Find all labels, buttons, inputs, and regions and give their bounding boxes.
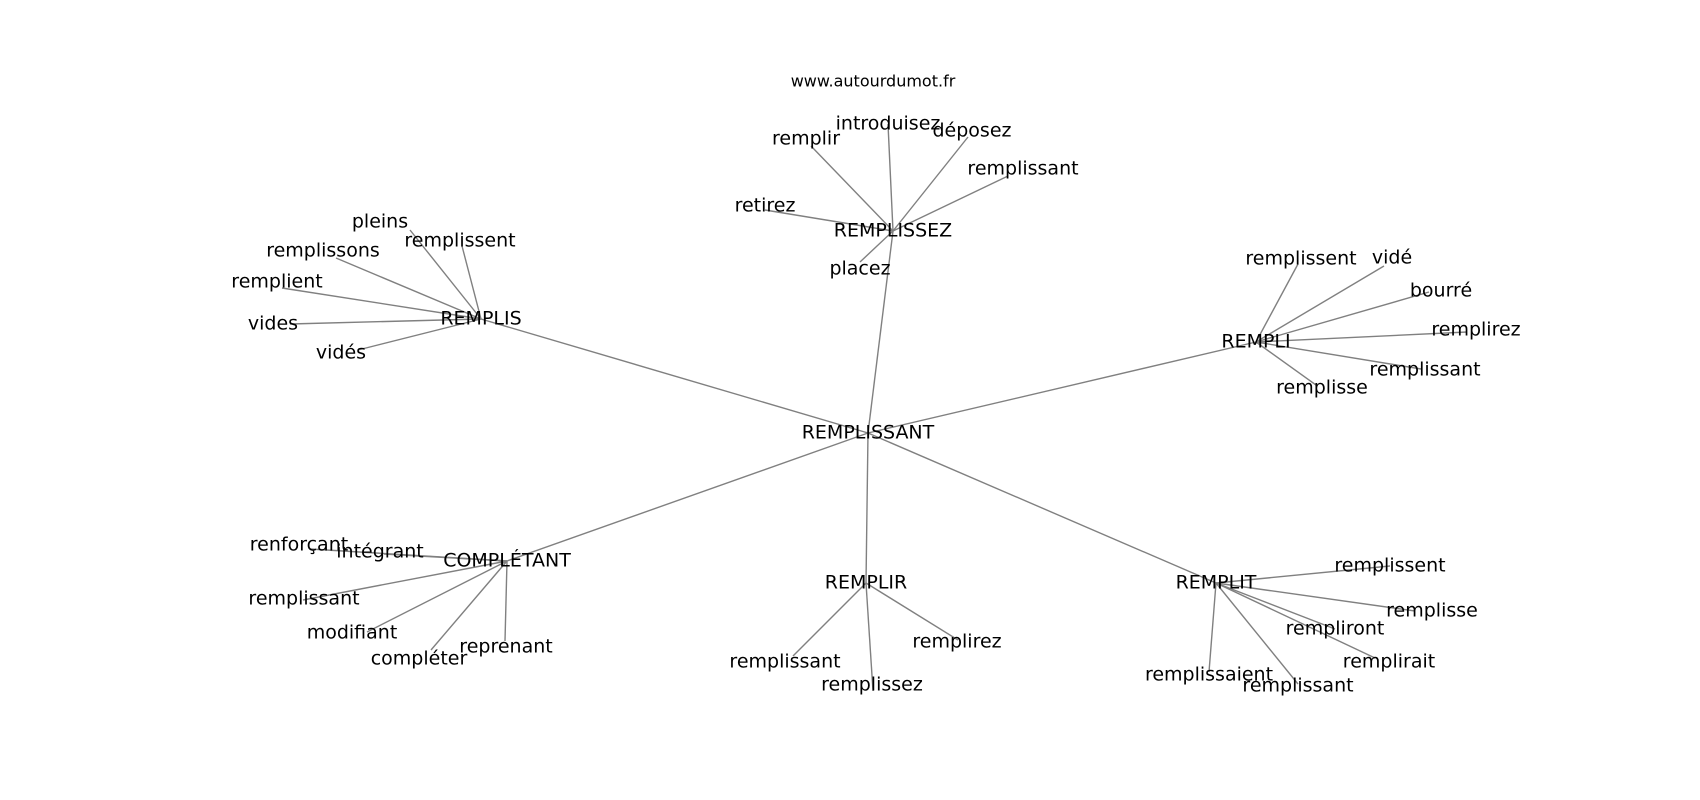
leaf-node: remplissant bbox=[1242, 675, 1353, 697]
leaf-node: remplirez bbox=[912, 631, 1001, 653]
edge-hub-to-leaf bbox=[865, 582, 959, 641]
edge-hub-to-leaf bbox=[1215, 565, 1391, 584]
edge-hub-to-leaf bbox=[892, 175, 1009, 232]
leaf-node: placez bbox=[829, 258, 890, 280]
edge-hub-to-leaf bbox=[764, 209, 894, 232]
labels-layer: www.autourdumot.fr REMPLISSANT REMPLISSEZ… bbox=[231, 72, 1520, 697]
edge-hub-to-leaf bbox=[859, 230, 894, 263]
leaf-node: remplissant bbox=[248, 588, 359, 610]
edges-layer bbox=[281, 123, 1468, 692]
edge-hub-to-leaf bbox=[1215, 582, 1336, 630]
edge-root-to-hub bbox=[506, 432, 869, 562]
edge-hub-to-leaf bbox=[887, 123, 894, 232]
edge-hub-to-leaf bbox=[810, 145, 894, 232]
leaf-node: vidés bbox=[316, 342, 366, 364]
hub-node: REMPLIS bbox=[440, 308, 521, 330]
leaf-node: remplissent bbox=[1334, 555, 1445, 577]
leaf-node: remplisse bbox=[1386, 600, 1478, 622]
edge-hub-to-leaf bbox=[357, 318, 482, 351]
hub-node: COMPLÉTANT bbox=[443, 549, 571, 572]
leaf-node: reprenant bbox=[459, 636, 552, 658]
leaf-node: remplirez bbox=[1431, 319, 1520, 341]
leaf-node: remplissant bbox=[967, 158, 1078, 180]
edge-hub-to-leaf bbox=[1215, 582, 1416, 612]
edge-hub-to-leaf bbox=[383, 553, 508, 562]
leaf-node: remplissant bbox=[1369, 359, 1480, 381]
leaf-node: remplir bbox=[772, 128, 840, 150]
hub-node: REMPLIT bbox=[1176, 572, 1257, 594]
leaf-node: compléter bbox=[371, 648, 468, 670]
edge-root-to-hub bbox=[867, 432, 1217, 584]
edge-hub-to-leaf bbox=[1255, 341, 1422, 370]
leaf-node: rempliront bbox=[1286, 618, 1385, 640]
edge-root-to-hub bbox=[867, 341, 1257, 434]
edge-hub-to-leaf bbox=[1215, 582, 1376, 659]
leaf-node: déposez bbox=[933, 120, 1012, 142]
edge-root-to-hub bbox=[480, 318, 869, 434]
leaf-node: modifiant bbox=[307, 622, 398, 644]
leaf-node: remplissant bbox=[729, 651, 840, 673]
edge-hub-to-leaf bbox=[1255, 341, 1317, 386]
edge-hub-to-leaf bbox=[792, 582, 867, 657]
edge-hub-to-leaf bbox=[1255, 291, 1430, 343]
leaf-node: remplissez bbox=[821, 674, 923, 696]
edge-hub-to-leaf bbox=[409, 229, 482, 320]
hub-node: REMPLI bbox=[1221, 331, 1290, 353]
leaf-node: renforçant bbox=[250, 534, 348, 556]
edge-hub-to-leaf bbox=[892, 136, 969, 232]
edge-hub-to-leaf bbox=[1255, 331, 1468, 343]
leaf-node: intégrant bbox=[336, 541, 423, 563]
leaf-node: remplient bbox=[231, 271, 322, 293]
edge-hub-to-leaf bbox=[366, 560, 508, 633]
hub-node: REMPLISSEZ bbox=[834, 220, 952, 242]
edge-hub-to-leaf bbox=[335, 257, 482, 320]
leaf-node: remplissent bbox=[404, 230, 515, 252]
leaf-node: vidé bbox=[1372, 247, 1412, 269]
leaf-node: pleins bbox=[352, 211, 408, 233]
leaf-node: bourré bbox=[1410, 280, 1472, 302]
leaf-node: remplisse bbox=[1276, 377, 1368, 399]
edge-hub-to-leaf bbox=[1215, 582, 1299, 685]
edge-hub-to-leaf bbox=[1255, 263, 1299, 343]
leaf-node: remplissaient bbox=[1145, 664, 1273, 686]
leaf-node: retirez bbox=[735, 195, 796, 217]
edge-hub-to-leaf bbox=[865, 582, 874, 692]
root-node: REMPLISSANT bbox=[802, 422, 935, 444]
edge-root-to-hub bbox=[867, 230, 894, 434]
edge-hub-to-leaf bbox=[1255, 265, 1385, 343]
edge-hub-to-leaf bbox=[461, 245, 482, 320]
leaf-node: vides bbox=[248, 313, 298, 335]
leaf-node: introduisez bbox=[836, 113, 941, 135]
edge-hub-to-leaf bbox=[302, 560, 508, 601]
edge-hub-to-leaf bbox=[504, 560, 508, 642]
leaf-node: remplissent bbox=[1245, 248, 1356, 270]
edge-hub-to-leaf bbox=[281, 287, 482, 320]
site-watermark: www.autourdumot.fr bbox=[791, 72, 956, 91]
hub-node: REMPLIR bbox=[825, 572, 907, 594]
leaf-node: remplirait bbox=[1343, 651, 1435, 673]
edge-hub-to-leaf bbox=[1208, 582, 1217, 673]
edge-hub-to-leaf bbox=[430, 560, 508, 651]
leaf-node: remplissons bbox=[266, 240, 380, 262]
edge-hub-to-leaf bbox=[289, 318, 482, 325]
edge-root-to-hub bbox=[865, 432, 869, 584]
